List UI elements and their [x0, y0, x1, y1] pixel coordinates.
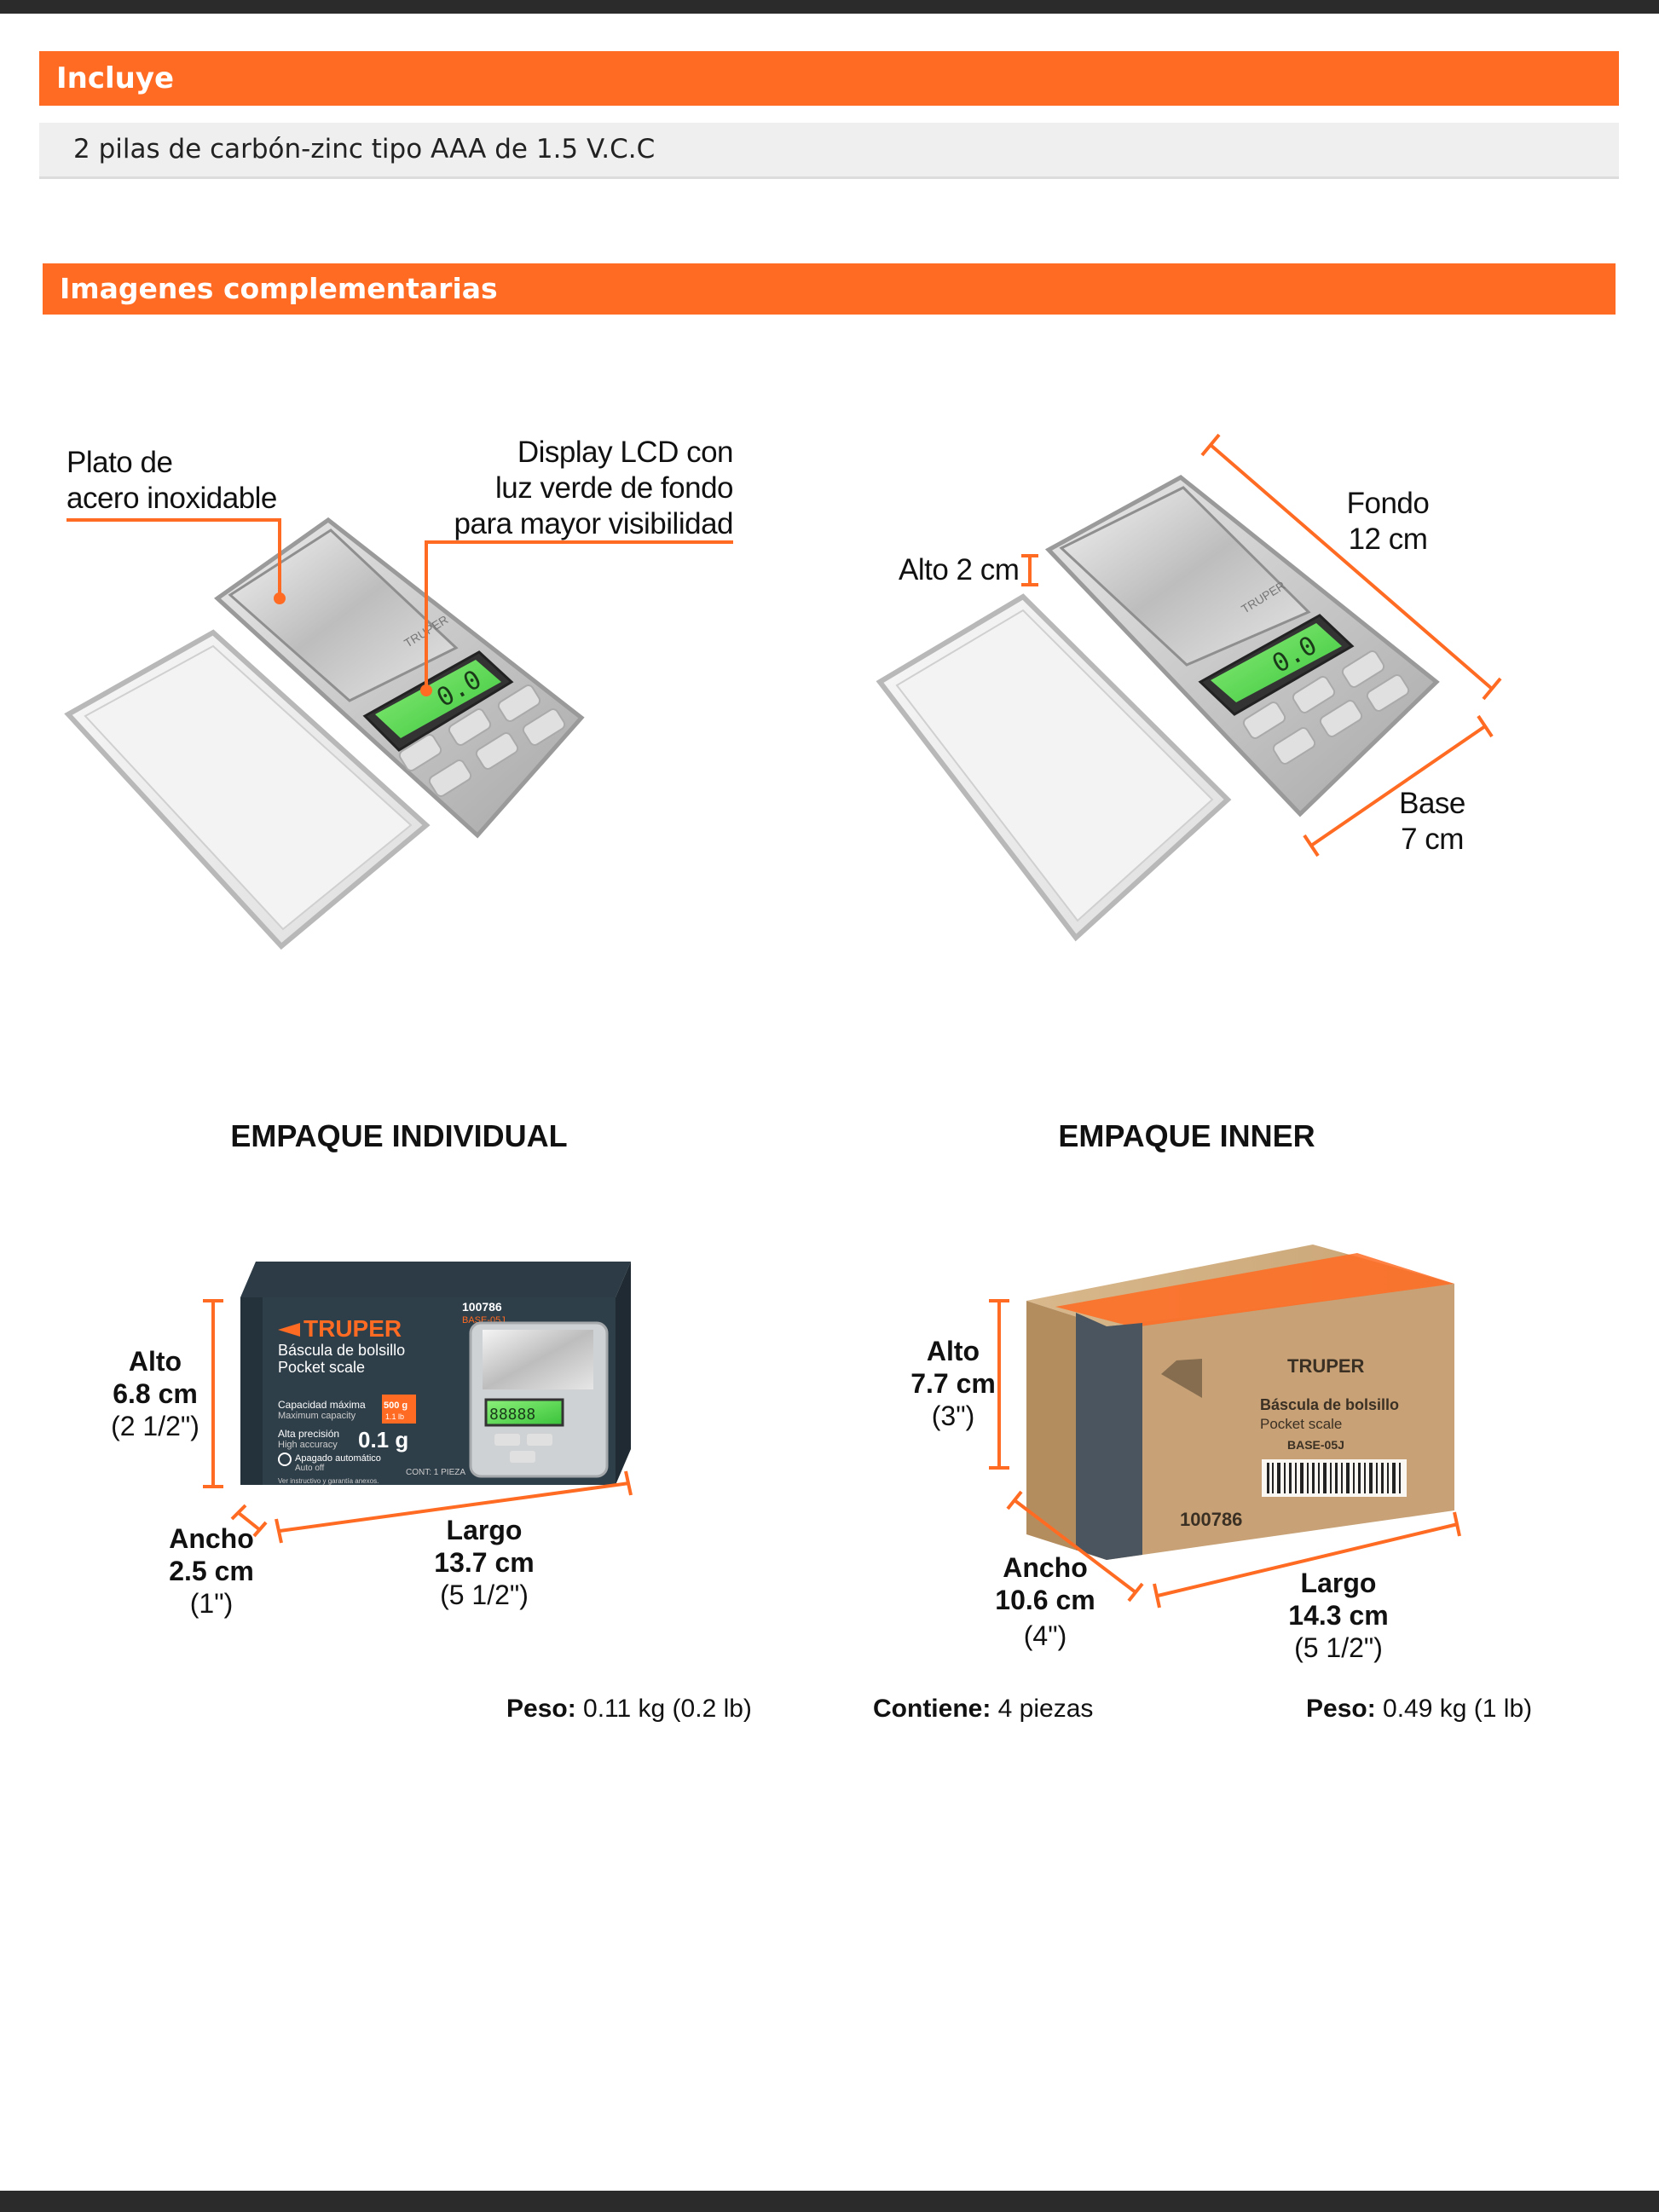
ind-peso-value: 0.11 kg (0.2 lb): [575, 1695, 752, 1723]
top-bar: [0, 0, 1659, 14]
inner-peso-value: 0.49 kg (1 lb): [1375, 1695, 1533, 1723]
inner-peso-label: Peso:: [1306, 1695, 1376, 1723]
section-header-incluye: Incluye: [39, 51, 1619, 106]
inner-largo-label: Largo 14.3 cm (5 1/2"): [1262, 1567, 1415, 1664]
ind-alto-label: Alto 6.8 cm (2 1/2"): [95, 1345, 215, 1442]
box-precision-en: High accuracy: [278, 1440, 338, 1450]
inner-ancho-cm: 10.6 cm: [995, 1585, 1095, 1615]
box-precision-es: Alta precisión: [278, 1428, 339, 1440]
box-capacity-es: Capacidad máxima: [278, 1399, 366, 1411]
lcd-label-line3: para mayor visibilidad: [454, 507, 734, 540]
ind-peso-label: Peso:: [506, 1695, 576, 1723]
title-empaque-inner: EMPAQUE INNER: [1058, 1118, 1315, 1153]
plate-label-line2: acero inoxidable: [66, 482, 277, 515]
individual-package-box: TRUPER 100786 BASE-05J Báscula de bolsil…: [203, 1262, 633, 1544]
inner-largo-in: (5 1/2"): [1294, 1632, 1383, 1663]
dim-base-label: Base 7 cm: [1364, 786, 1500, 858]
inner-largo-cm: 14.3 cm: [1288, 1600, 1389, 1631]
box-name-es: Báscula de bolsillo: [278, 1342, 405, 1359]
inner-package-box: TRUPER Báscula de bolsillo Pocket scale …: [989, 1245, 1461, 1608]
box-capacity-en: Maximum capacity: [278, 1411, 356, 1421]
ind-ancho-label: Ancho 2.5 cm (1"): [152, 1522, 271, 1620]
scale-illustration-dimensions: TRUPER 0.0: [876, 433, 1502, 942]
dim-fondo-label: Fondo 12 cm: [1320, 486, 1456, 557]
ind-alto-cm: 6.8 cm: [113, 1378, 198, 1409]
box-auto-en: Auto off: [295, 1464, 325, 1473]
box-brand: TRUPER: [303, 1315, 402, 1342]
incluye-item: 2 pilas de carbón-zinc tipo AAA de 1.5 V…: [39, 123, 1619, 179]
ind-largo-cm: 13.7 cm: [434, 1547, 535, 1578]
inner-box-code: 100786: [1180, 1509, 1242, 1530]
inner-largo-title: Largo: [1300, 1568, 1377, 1598]
lcd-label: Display LCD con luz verde de fondo para …: [375, 435, 734, 542]
plate-label-line1: Plato de: [66, 446, 173, 479]
inner-box-name-en: Pocket scale: [1260, 1416, 1342, 1432]
dim-base-line2: 7 cm: [1401, 823, 1464, 856]
dim-base-line1: Base: [1399, 787, 1465, 820]
box-code: 100786: [462, 1300, 502, 1314]
box-precision-value: 0.1 g: [358, 1427, 408, 1453]
ind-largo-label: Largo 13.7 cm (5 1/2"): [408, 1514, 561, 1611]
inner-box-brand: TRUPER: [1287, 1355, 1365, 1377]
ind-peso: Peso: 0.11 kg (0.2 lb): [506, 1695, 752, 1724]
title-empaque-individual: EMPAQUE INDIVIDUAL: [230, 1118, 568, 1153]
inner-box-model: BASE-05J: [1287, 1438, 1344, 1452]
box-name-en: Pocket scale: [278, 1359, 365, 1376]
ind-alto-title: Alto: [128, 1346, 182, 1377]
ind-largo-title: Largo: [446, 1515, 523, 1545]
inner-box-name-es: Báscula de bolsillo: [1260, 1396, 1399, 1413]
lcd-label-line1: Display LCD con: [517, 436, 734, 469]
dim-fondo-line2: 12 cm: [1348, 523, 1428, 556]
inner-ancho-label: Ancho 10.6 cm (4"): [986, 1551, 1105, 1652]
dim-fondo-line1: Fondo: [1346, 487, 1430, 520]
inner-alto-title: Alto: [926, 1336, 980, 1366]
box-content: CONT: 1 PIEZA: [406, 1468, 465, 1477]
box-display: 88888: [489, 1406, 535, 1424]
box-auto-es: Apagado automático: [295, 1453, 381, 1464]
box-note: Ver instructivo y garantía anexos.: [278, 1477, 379, 1485]
ind-alto-in: (2 1/2"): [111, 1411, 199, 1441]
inner-peso: Peso: 0.49 kg (1 lb): [1306, 1695, 1532, 1724]
bottom-bar: [0, 2191, 1659, 2212]
box-capacity-lb: 1.1 lb: [385, 1412, 404, 1421]
inner-ancho-title: Ancho: [1003, 1552, 1088, 1583]
inner-alto-in: (3"): [931, 1401, 975, 1431]
ind-ancho-title: Ancho: [169, 1523, 254, 1554]
dim-alto-label: Alto 2 cm: [899, 553, 1020, 586]
plate-label: Plato de acero inoxidable: [66, 445, 339, 517]
ind-largo-in: (5 1/2"): [440, 1580, 529, 1610]
section-header-imagenes: Imagenes complementarias: [43, 263, 1616, 315]
inner-contiene-value: 4 piezas: [991, 1695, 1094, 1723]
inner-alto-label: Alto 7.7 cm (3"): [893, 1335, 1013, 1432]
lcd-label-line2: luz verde de fondo: [495, 471, 733, 505]
inner-ancho-in: (4"): [1023, 1620, 1067, 1651]
ind-ancho-in: (1"): [189, 1588, 234, 1619]
scale-illustration-features: TRUPER 0.0: [64, 517, 733, 950]
inner-contiene: Contiene: 4 piezas: [873, 1695, 1093, 1724]
inner-alto-cm: 7.7 cm: [910, 1368, 996, 1399]
box-capacity-g: 500 g: [384, 1401, 408, 1411]
ind-ancho-cm: 2.5 cm: [169, 1556, 254, 1586]
inner-contiene-label: Contiene:: [873, 1695, 991, 1723]
